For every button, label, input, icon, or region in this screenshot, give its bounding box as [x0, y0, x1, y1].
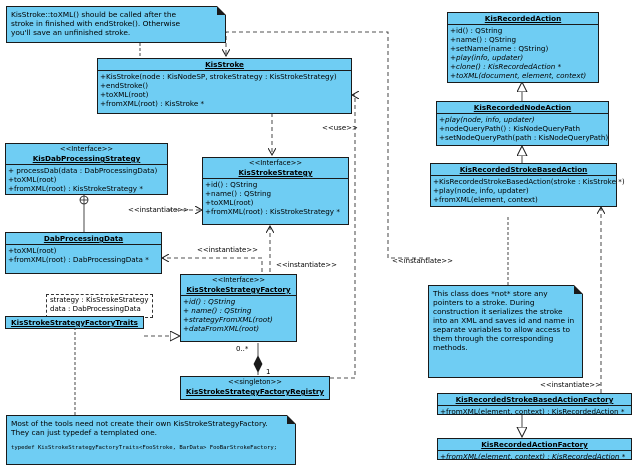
class-recorded-action-factory[interactable]: KisRecordedActionFactory +fromXML(elemen… — [437, 438, 632, 461]
class-name: KisStrokeStrategy — [238, 168, 313, 177]
dep-action-instantiates-stroke — [226, 31, 430, 259]
operation: +setName(name : QString) — [450, 44, 549, 53]
class-name: KisRecordedActionFactory — [481, 440, 588, 449]
template-param: data : DabProcessingData — [50, 305, 141, 313]
class-name: KisStrokeStrategyFactoryRegistry — [185, 387, 325, 396]
operation: +play(info, updater) — [450, 53, 524, 62]
stereotype: <<Interface>> — [248, 159, 303, 167]
operation: +toXML(root) — [8, 246, 57, 255]
class-dab-processing-data[interactable]: DabProcessingData +toXML(root) +fromXML(… — [5, 232, 162, 274]
class-name: KisStrokeStrategyFactoryTraits — [11, 318, 138, 327]
operation: +nodeQueryPath() : KisNodeQueryPath — [439, 124, 581, 133]
class-name: KisRecordedStrokeBasedActionFactory — [455, 395, 614, 404]
operation: +fromXML(root) : KisStrokeStrategy * — [205, 207, 340, 216]
note-tools: Most of the tools need not create their … — [6, 415, 296, 465]
multiplicity-many: 0..* — [236, 345, 249, 353]
note-fold — [287, 415, 296, 424]
operation: +fromXML(root) : DabProcessingData * — [8, 255, 149, 264]
operation: +setNodeQueryPath(path : KisNodeQueryPat… — [439, 133, 609, 142]
note-line: KisStroke::toXML() should be called afte… — [11, 10, 177, 19]
label-instantiate: <<instantiate>> — [392, 257, 453, 265]
class-recorded-node-action[interactable]: KisRecordedNodeAction +play(node, info, … — [436, 101, 609, 146]
note-toxml: KisStroke::toXML() should be called afte… — [6, 6, 226, 43]
operation: +strategyFromXML(root) — [183, 315, 273, 324]
class-recorded-stroke-based-action-factory[interactable]: KisRecordedStrokeBasedActionFactory +fro… — [437, 393, 632, 416]
stereotype: <<Interface>> — [211, 276, 266, 284]
operation: +fromXML(element, context) : KisRecorded… — [440, 452, 626, 461]
class-recorded-stroke-based-action[interactable]: KisRecordedStrokeBasedAction +KisRecorde… — [430, 163, 625, 207]
class-name: KisDabProcessingStrategy — [32, 154, 141, 163]
operation: +fromXML(root) : KisStrokeStrategy * — [8, 184, 143, 193]
operation: +endStroke() — [100, 81, 149, 90]
dep-registry-uses-stroke — [330, 95, 355, 379]
operation: +name() : QString — [450, 35, 517, 44]
operation: +toXML(document, element, context) — [450, 71, 587, 80]
operation: +toXML(root) — [100, 90, 149, 99]
operation: +play(node, info, updater) — [433, 186, 529, 195]
operation: + name() : QString — [183, 306, 252, 315]
class-stroke-strategy[interactable]: <<Interface>> KisStrokeStrategy +id() : … — [202, 157, 349, 225]
operation: + processDab(data : DabProcessingData) — [8, 166, 158, 175]
note-line: stroke in finished with endStroke(). Oth… — [11, 19, 181, 28]
note-fold — [574, 285, 583, 294]
operation: +toXML(root) — [8, 175, 57, 184]
operation: +dataFromXML(root) — [183, 324, 260, 333]
operation: +id() : QString — [450, 26, 503, 35]
operation: +clone() : KisRecordedAction * — [450, 62, 562, 71]
note-no-pointers: This class does *not* store any pointers… — [428, 285, 583, 378]
class-kis-stroke[interactable]: KisStroke +KisStroke(node : KisNodeSP, s… — [97, 58, 352, 114]
operation: +fromXML(root) : KisStroke * — [100, 99, 205, 108]
dep-factory-instantiates-data — [162, 258, 263, 272]
operation: +KisRecordedStrokeBasedAction(stroke : K… — [433, 177, 625, 186]
class-name: KisStroke — [205, 60, 244, 69]
class-stroke-strategy-factory[interactable]: <<Interface>> KisStrokeStrategyFactory +… — [180, 274, 297, 342]
class-name: DabProcessingData — [43, 234, 124, 243]
class-name: KisRecordedAction — [484, 14, 562, 23]
operation: +id() : QString — [205, 180, 258, 189]
label-instantiate: <<instantiate>> — [276, 261, 337, 269]
operation: +id() : QString — [183, 297, 236, 306]
multiplicity-one: 1 — [266, 368, 271, 376]
operation: +toXML(root) — [205, 198, 254, 207]
operation: +fromXML(element, context) : KisRecorded… — [440, 407, 625, 416]
class-factory-registry[interactable]: <<singleton>> KisStrokeStrategyFactoryRe… — [180, 376, 330, 400]
note-line: Most of the tools need not create their … — [11, 419, 268, 428]
note-fold — [217, 6, 226, 15]
stereotype: <<singleton>> — [227, 378, 283, 386]
composition-diamond — [253, 355, 263, 373]
class-stroke-strategy-factory-traits[interactable]: KisStrokeStrategyFactoryTraits — [5, 316, 144, 329]
note-text: This class does *not* store any pointers… — [433, 289, 575, 352]
class-dab-processing-strategy[interactable]: <<Interface>> KisDabProcessingStrategy +… — [5, 143, 168, 195]
note-code: typedef KisStrokeStrategyFactoryTraits<F… — [11, 445, 278, 451]
note-line: They can just typedef a templated one. — [11, 428, 158, 437]
template-param: strategy : KisStrokeStrategy — [50, 296, 149, 304]
operation: +KisStroke(node : KisNodeSP, strokeStrat… — [100, 72, 337, 81]
note-line: you'll save an unfinished stroke. — [11, 28, 131, 37]
label-instantiate: <<instantiate>> — [197, 246, 258, 254]
operation: +name() : QString — [205, 189, 272, 198]
class-recorded-action[interactable]: KisRecordedAction +id() : QString +name(… — [447, 12, 599, 83]
template-parameters: strategy : KisStrokeStrategy data : DabP… — [46, 294, 153, 318]
class-name: KisRecordedNodeAction — [473, 103, 572, 112]
operation: +fromXML(element, context) — [433, 195, 538, 204]
class-name: KisRecordedStrokeBasedAction — [459, 165, 588, 174]
label-instantiate: <<instantiate>> — [540, 381, 601, 389]
stereotype: <<Interface>> — [59, 145, 114, 153]
label-instantiate: <<instantiate>> — [128, 206, 189, 214]
operation: +play(node, info, updater) — [439, 115, 535, 124]
label-use: <<use>> — [322, 124, 358, 132]
class-name: KisStrokeStrategyFactory — [186, 285, 291, 294]
